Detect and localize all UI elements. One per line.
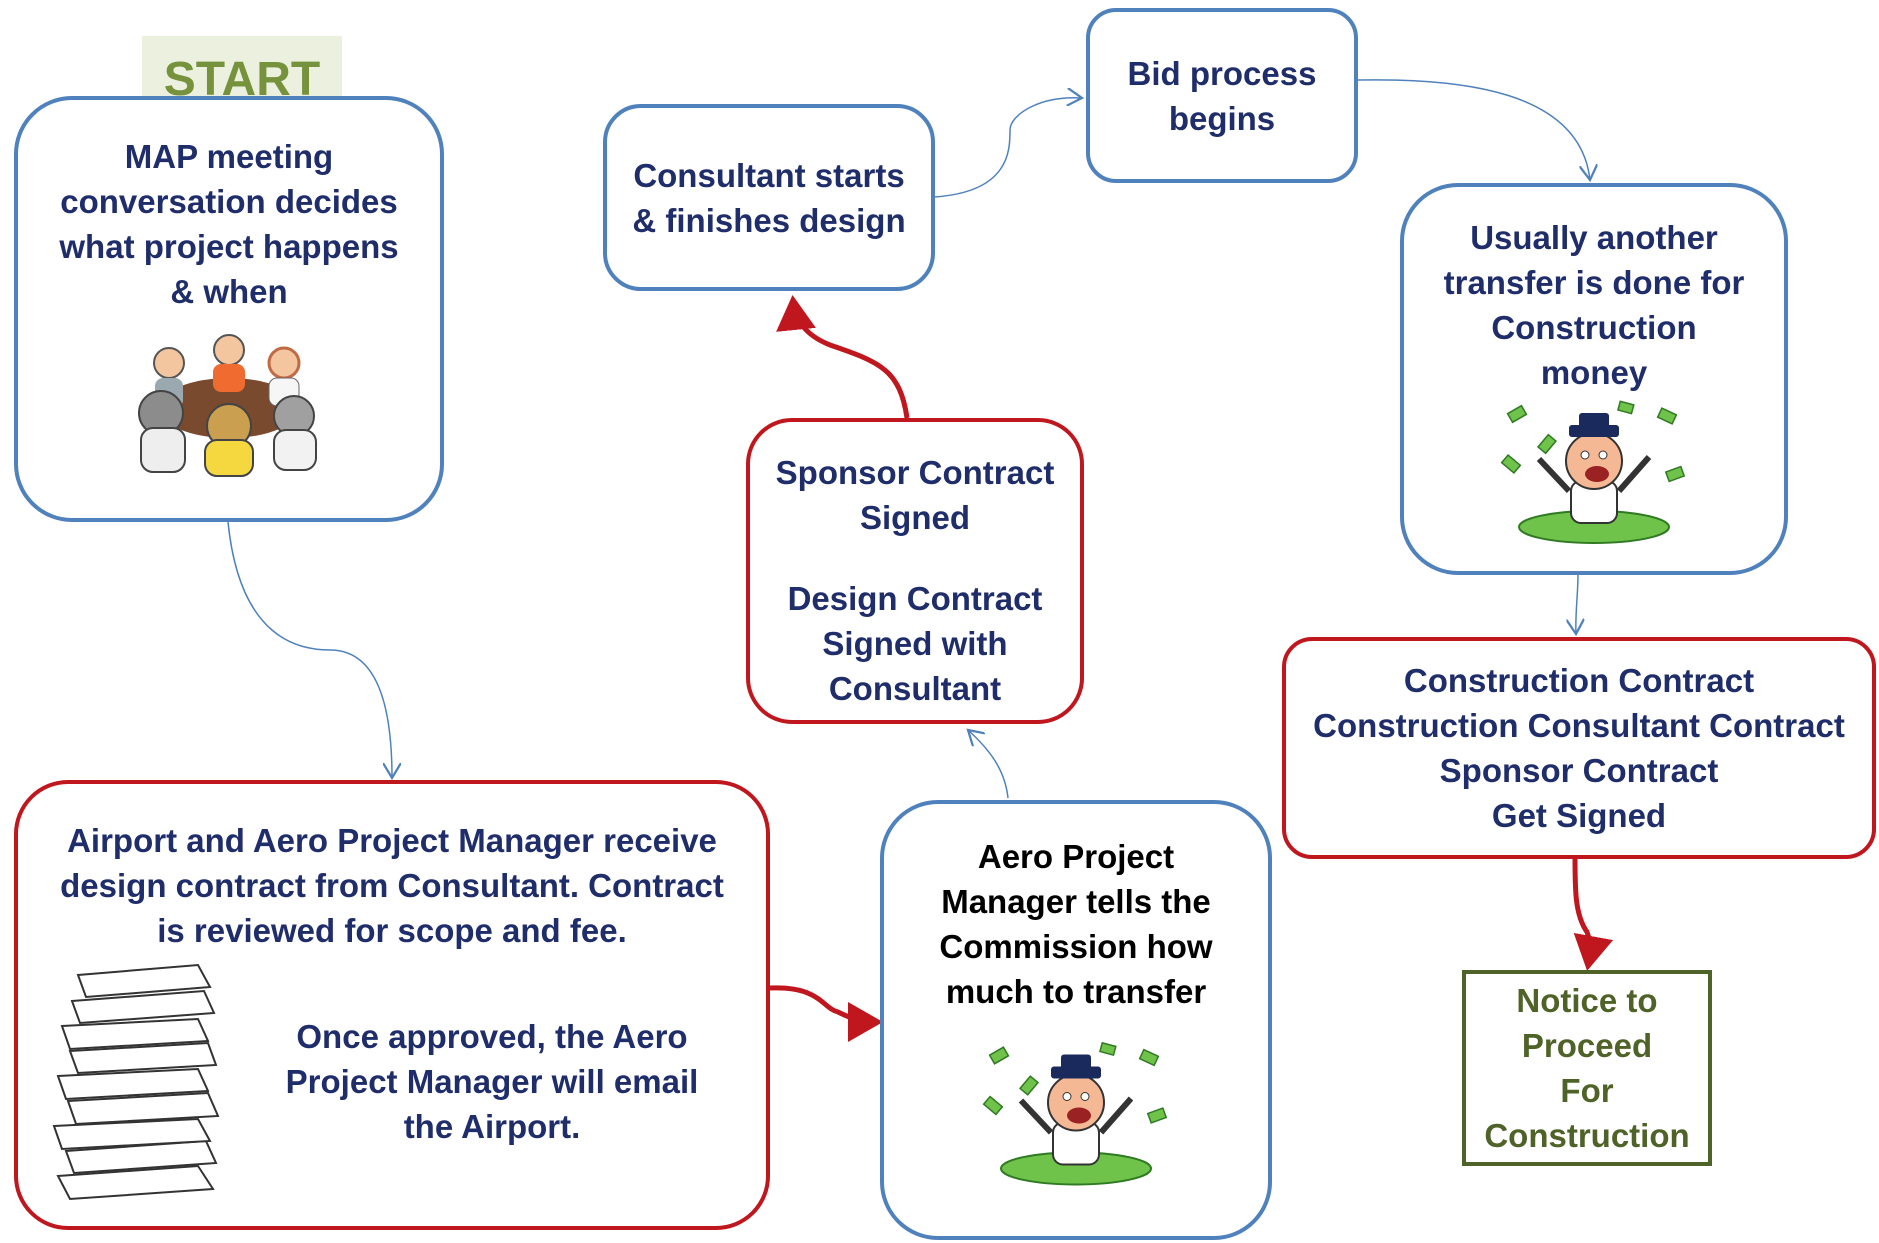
design-contract-line: Consultant bbox=[828, 670, 1002, 707]
connector-map-to-airport bbox=[227, 521, 392, 778]
bid-process-box: Bid process begins bbox=[1086, 8, 1358, 183]
transfer-construction-line: Construction bbox=[1491, 309, 1697, 346]
airport-approval-line: the Airport. bbox=[403, 1107, 581, 1145]
transfer-construction-line: money bbox=[1540, 354, 1648, 391]
airport-review-line: Airport and Aero Project Manager receive bbox=[67, 822, 717, 859]
aero-pm-box: Aero Project Manager tells the Commissio… bbox=[880, 800, 1272, 1240]
connector-consultant-to-bid bbox=[933, 98, 1082, 198]
sponsor-contract-box: Sponsor Contract Signed Design Contract … bbox=[746, 418, 1084, 724]
paper-stack-icon bbox=[52, 963, 220, 1201]
airport-review-box: Airport and Aero Project Manager receive… bbox=[14, 780, 770, 1230]
meeting-people-icon bbox=[138, 334, 317, 477]
connector-sponsor-to-consultant bbox=[776, 295, 910, 419]
map-meeting-box: MAP meeting conversation decides what pr… bbox=[14, 96, 444, 522]
sponsor-contract-line: Sponsor Contract bbox=[775, 454, 1055, 491]
transfer-construction-line: Usually another bbox=[1470, 219, 1718, 256]
connector-transfer-to-construction bbox=[1576, 573, 1578, 634]
construction-contracts-line: Construction Consultant Contract bbox=[1313, 707, 1845, 744]
consultant-design-line: & finishes design bbox=[632, 201, 906, 239]
map-meeting-line: & when bbox=[170, 273, 288, 310]
consultant-design-box: Consultant starts & finishes design bbox=[603, 104, 935, 291]
connector-airport-to-aero bbox=[769, 985, 883, 1042]
airport-review-line: design contract from Consultant. Contrac… bbox=[60, 867, 724, 904]
construction-contracts-box: Construction Contract Construction Consu… bbox=[1282, 637, 1876, 859]
design-contract-line: Design Contract bbox=[787, 580, 1043, 617]
aero-pm-line: Manager tells the bbox=[941, 883, 1211, 920]
bid-process-line: Bid process bbox=[1127, 54, 1317, 92]
map-meeting-line: conversation decides bbox=[60, 183, 398, 220]
connector-aero-to-sponsor bbox=[968, 730, 1009, 799]
transfer-construction-box: Usually another transfer is done for Con… bbox=[1400, 183, 1788, 575]
construction-contracts-line: Sponsor Contract bbox=[1439, 752, 1719, 789]
airport-review-line: is reviewed for scope and fee. bbox=[157, 912, 627, 949]
sponsor-contract-line: Signed bbox=[859, 499, 970, 536]
money-man-icon bbox=[982, 1041, 1168, 1186]
transfer-construction-line: transfer is done for bbox=[1443, 264, 1745, 301]
design-contract-line: Signed with bbox=[822, 625, 1008, 662]
notice-line: For bbox=[1560, 1072, 1614, 1109]
consultant-design-line: Consultant starts bbox=[633, 156, 905, 194]
airport-approval-line: Project Manager will email bbox=[285, 1062, 699, 1100]
map-meeting-line: MAP meeting bbox=[124, 138, 334, 175]
construction-contracts-line: Get Signed bbox=[1491, 797, 1667, 834]
connector-bid-to-transfer bbox=[1356, 79, 1590, 180]
notice-line: Proceed bbox=[1521, 1027, 1653, 1064]
aero-pm-line: Aero Project bbox=[977, 838, 1175, 875]
construction-contracts-line: Construction Contract bbox=[1403, 662, 1755, 699]
map-meeting-line: what project happens bbox=[59, 228, 399, 265]
bid-process-line: begins bbox=[1168, 99, 1276, 137]
notice-line: Notice to bbox=[1516, 982, 1658, 1019]
airport-approval-line: Once approved, the Aero bbox=[296, 1017, 688, 1055]
money-man-icon bbox=[1500, 400, 1686, 544]
notice-line: Construction bbox=[1484, 1117, 1690, 1154]
aero-pm-line: much to transfer bbox=[945, 973, 1207, 1010]
aero-pm-line: Commission how bbox=[939, 928, 1213, 965]
connector-construction-to-notice bbox=[1572, 855, 1614, 971]
notice-to-proceed-box: Notice to Proceed For Construction bbox=[1462, 970, 1712, 1166]
